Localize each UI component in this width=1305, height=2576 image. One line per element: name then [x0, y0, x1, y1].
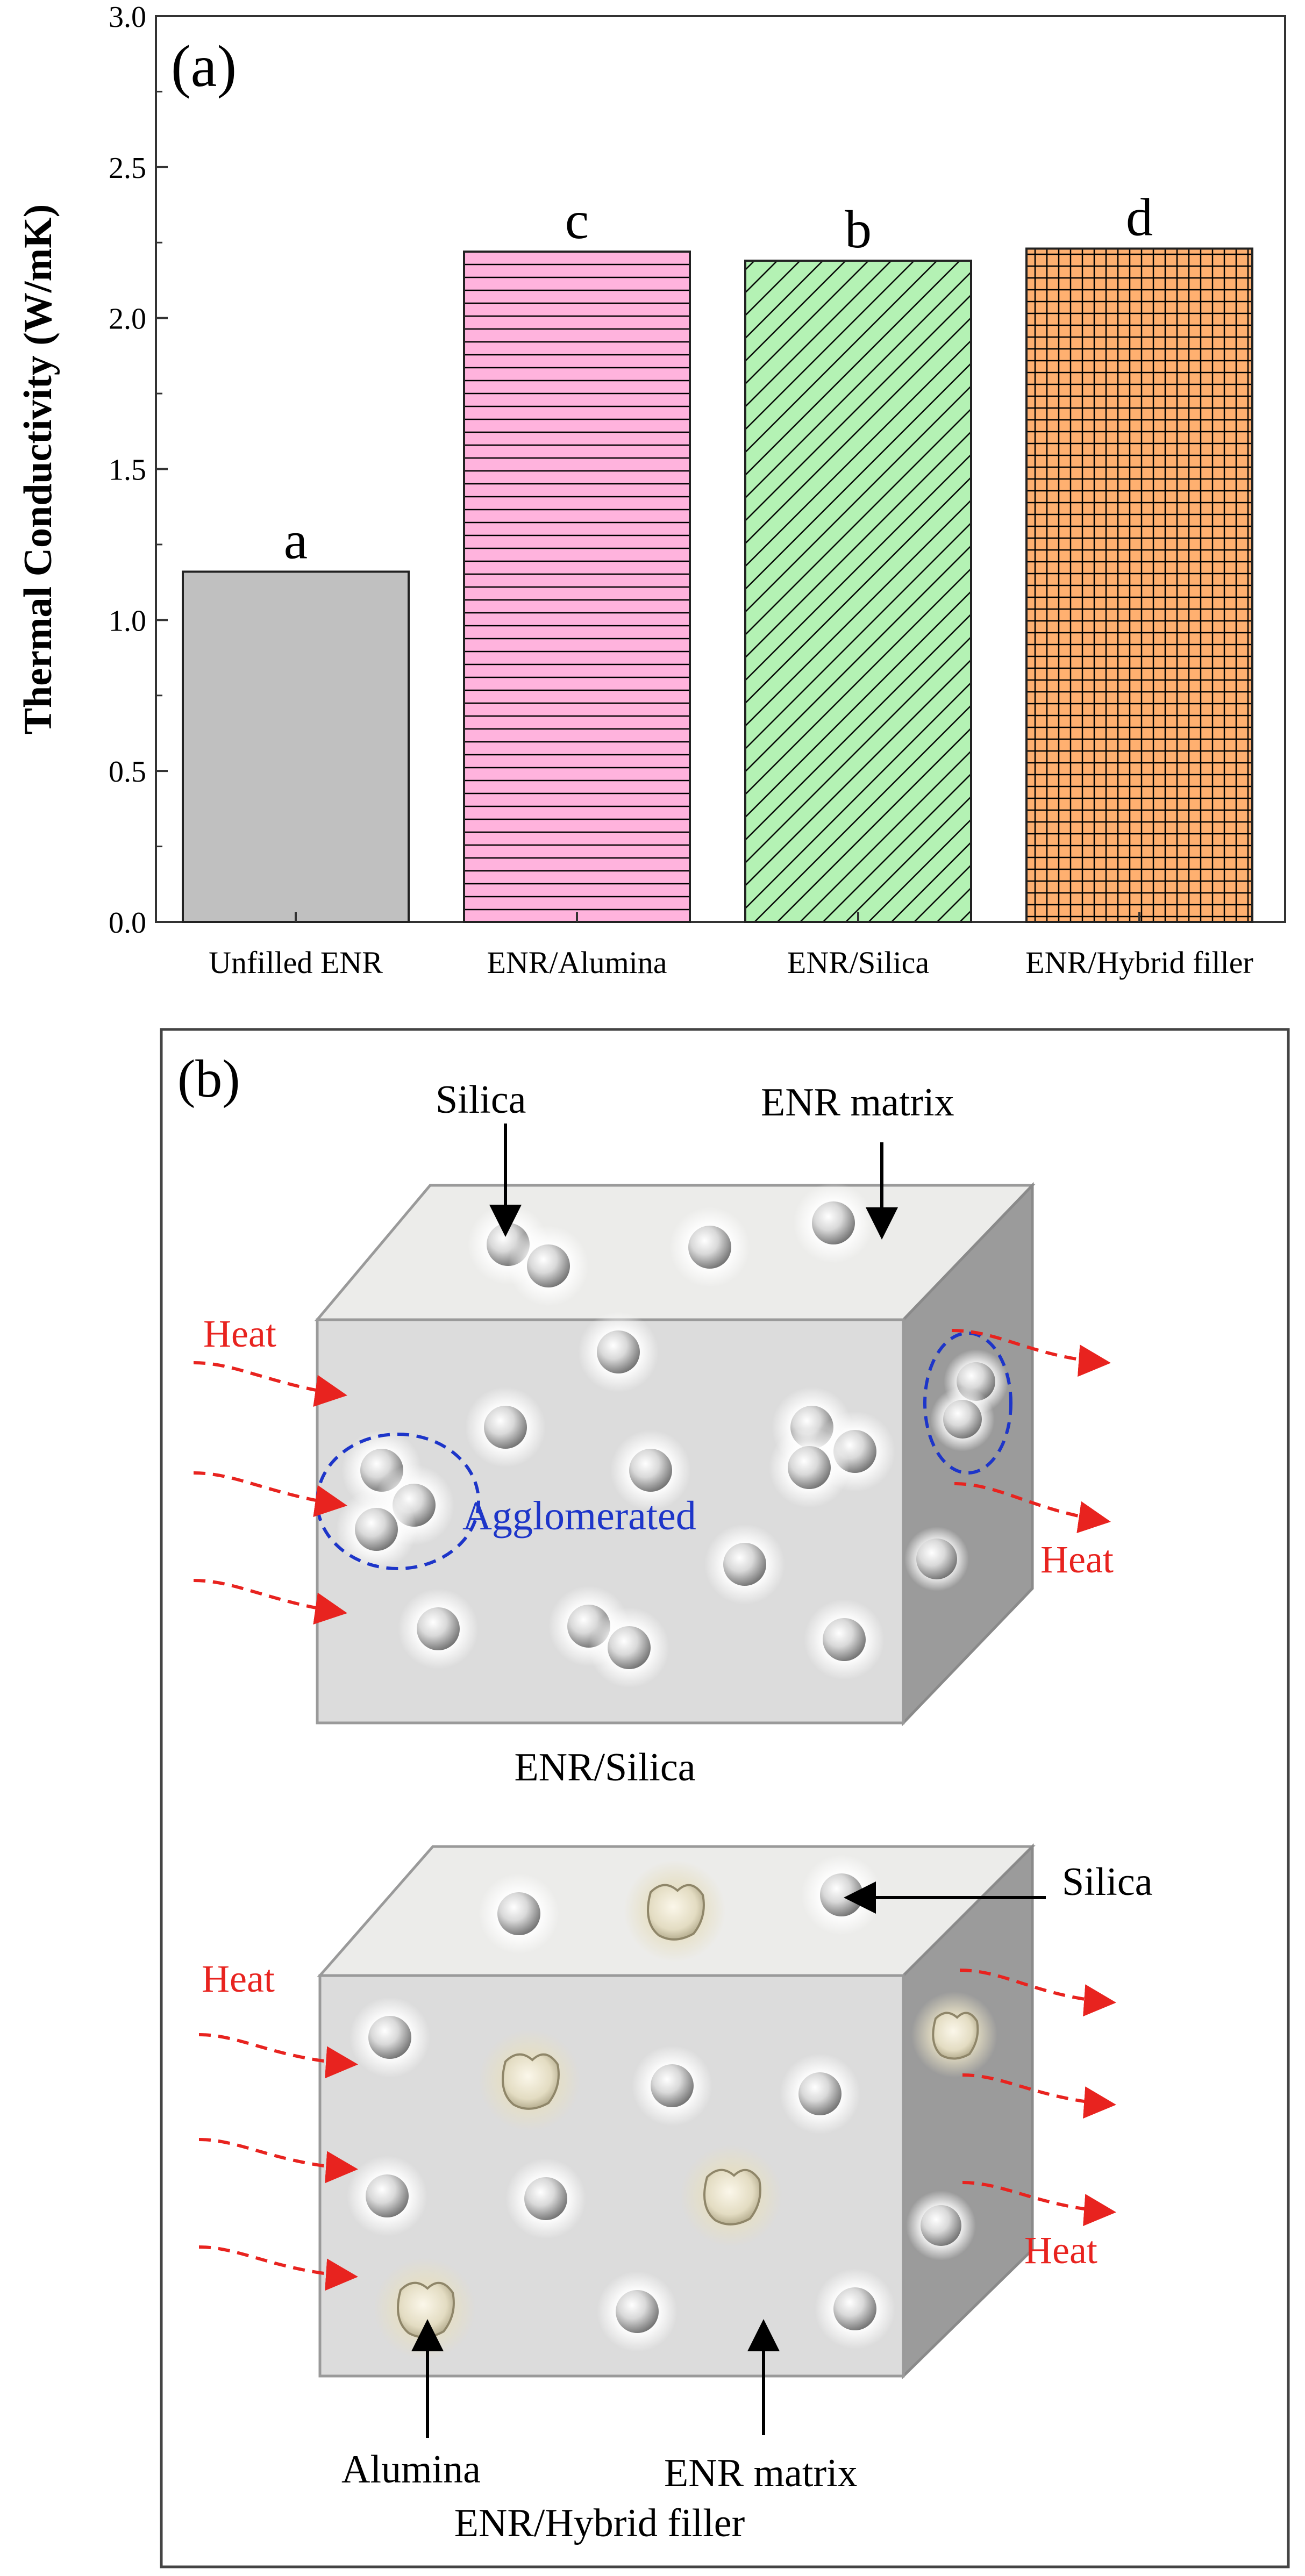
significance-letter: a: [284, 510, 308, 570]
heat-arrow: [198, 2138, 358, 2184]
silica-particle: [804, 1599, 885, 1680]
silica-particles: [336, 1183, 1008, 1688]
y-tick-label: 2.0: [109, 303, 146, 336]
panel-b-frame: [160, 1028, 1290, 2568]
heat-arrow: [198, 2245, 358, 2291]
y-tick-label: 1.5: [109, 454, 146, 487]
heat-arrow: [962, 2181, 1116, 2227]
significance-letter: d: [1126, 187, 1153, 247]
silica-particle: [815, 2269, 895, 2349]
silica-particle: [508, 1226, 589, 1306]
panel-b-label: (b): [177, 1049, 240, 1108]
silica-particle: [632, 2045, 712, 2126]
heat-arrow: [962, 2073, 1116, 2119]
heat-flow-arrows-top: [193, 1329, 1111, 1625]
cube-enr-silica: Agglomerated Silica ENR matrix Heat Heat…: [193, 1078, 1114, 1790]
silica-particle: [398, 1588, 479, 1669]
heat-flow-arrows-bottom: [198, 1969, 1116, 2291]
silica-particle: [336, 1489, 417, 1570]
silica-particle: [906, 2191, 976, 2260]
matrix-label-bottom: ENR matrix: [664, 2451, 858, 2495]
silica-particle: [793, 1183, 874, 1263]
silica-particles: [347, 1855, 976, 2352]
heat-arrow: [198, 2033, 358, 2079]
schematic-panel-b: (b): [160, 1028, 1290, 2568]
heat-arrow: [959, 1969, 1116, 2017]
silica-particle: [769, 1427, 850, 1508]
significance-letter: c: [565, 190, 589, 250]
silica-particle: [597, 2271, 678, 2352]
bar: [1025, 247, 1253, 924]
x-tick-label: ENR/Alumina: [487, 945, 667, 980]
alumina-label: Alumina: [341, 2448, 481, 2492]
heat-label-left-bottom: Heat: [202, 1957, 275, 2000]
alumina-particle: [374, 2258, 476, 2360]
heat-label-left-top: Heat: [203, 1312, 276, 1355]
x-tick-label: ENR/Hybrid filler: [1025, 945, 1253, 980]
y-tick-label: 0.5: [109, 755, 146, 789]
panel-a-label: (a): [171, 33, 237, 99]
y-tick-label: 2.5: [109, 152, 146, 185]
silica-particle: [578, 1312, 659, 1392]
silica-particle: [465, 1387, 546, 1468]
silica-particle: [479, 1873, 559, 1954]
y-tick-label: 3.0: [109, 1, 146, 34]
heat-arrow: [193, 1579, 347, 1625]
x-tick-label: ENR/Silica: [787, 945, 929, 980]
silica-particle: [930, 1387, 995, 1451]
caption-enr-hybrid: ENR/Hybrid filler: [454, 2501, 745, 2545]
alumina-particle: [680, 2145, 782, 2247]
silica-particle: [589, 1607, 669, 1688]
silica-particle: [610, 1430, 691, 1511]
heat-arrow: [954, 1482, 1111, 1534]
y-tick-label: 0.0: [109, 906, 146, 940]
cube-enr-hybrid: Silica Alumina ENR matrix Heat Heat ENR/…: [198, 1843, 1153, 2545]
silica-particle: [801, 1855, 882, 1935]
silica-particle: [904, 1527, 969, 1591]
chart-panel-a: (a) Thermal Conductivity (W/mK) 0.0 0.5 1.…: [16, 1, 1286, 980]
silica-particle: [669, 1207, 750, 1287]
heat-arrow: [193, 1471, 347, 1518]
alumina-particle: [911, 1992, 997, 2078]
silica-label-bottom: Silica: [1062, 1860, 1153, 1904]
bar: [182, 570, 410, 923]
y-ticks: 0.0 0.5 1.0 1.5 2.0 2.5 3.0: [109, 1, 168, 940]
heat-label-right-top: Heat: [1040, 1538, 1114, 1581]
silica-particle: [505, 2158, 586, 2239]
matrix-label-top: ENR matrix: [761, 1081, 954, 1125]
y-tick-label: 1.0: [109, 604, 146, 638]
bar: [744, 259, 972, 924]
heat-label-right-bottom: Heat: [1024, 2229, 1097, 2272]
y-axis-title: Thermal Conductivity (W/mK): [16, 204, 60, 735]
x-tick-label: Unfilled ENR: [209, 945, 383, 980]
silica-particle: [780, 2053, 860, 2134]
agglomerate-ring-right: [923, 1332, 1012, 1475]
silica-label-top: Silica: [436, 1078, 526, 1122]
silica-particle: [347, 2156, 427, 2236]
silica-particle: [704, 1524, 785, 1605]
agglomerated-label: Agglomerated: [462, 1493, 696, 1539]
silica-particle: [350, 1997, 430, 2078]
heat-arrow: [951, 1329, 1111, 1377]
heat-arrow: [193, 1361, 347, 1407]
caption-enr-silica: ENR/Silica: [514, 1745, 695, 1790]
alumina-particle: [479, 2029, 581, 2131]
significance-letter: b: [845, 199, 872, 259]
bar: [463, 251, 691, 924]
alumina-particle: [624, 1860, 726, 1962]
alumina-particles: [374, 1860, 997, 2360]
